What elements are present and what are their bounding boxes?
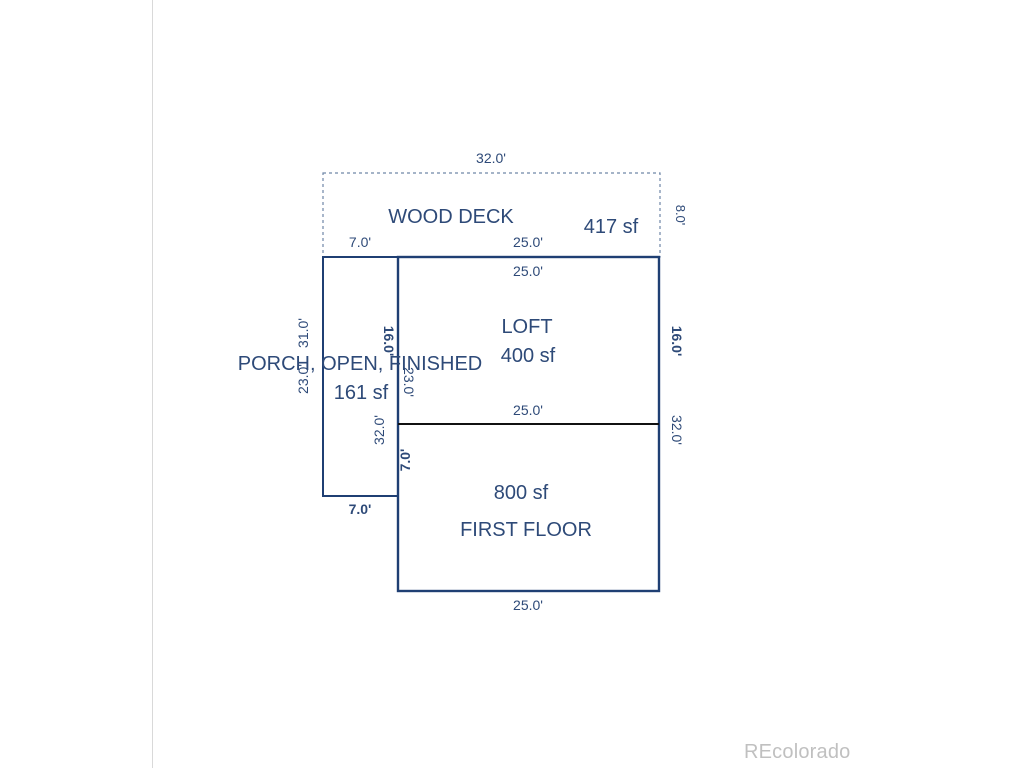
loft-top-dimension: 25.0' — [513, 263, 543, 279]
main-building — [396, 255, 661, 593]
porch-outer-left-dimension-2: 31.0' — [295, 318, 311, 348]
loft-left-dimension: 16.0' — [381, 326, 397, 357]
porch-inner-dimension: 23.0' — [401, 367, 417, 397]
loft-area: 400 sf — [501, 345, 556, 367]
first-floor-left-dimension: 32.0' — [371, 415, 387, 445]
deck-left-sub-dimension: 7.0' — [349, 234, 371, 250]
page-divider — [152, 0, 153, 768]
deck-right-dimension: 8.0' — [673, 205, 688, 226]
loft-right-dimension: 16.0' — [669, 326, 685, 357]
porch-area: 161 sf — [334, 382, 389, 404]
porch-outer-left-dimension: 23.0' — [295, 364, 311, 394]
porch-bottom-dimension: 7.0' — [349, 501, 372, 517]
first-floor-bottom-dimension: 25.0' — [513, 597, 543, 613]
deck-area: 417 sf — [584, 216, 639, 238]
first-floor-name: FIRST FLOOR — [460, 519, 592, 541]
loft-bottom-dimension: 25.0' — [513, 402, 543, 418]
porch-outline — [322, 256, 398, 497]
first-floor-left-sub-dimension: 7.0' — [397, 449, 413, 472]
first-floor-right-dimension: 32.0' — [669, 415, 685, 445]
first-floor-area: 800 sf — [494, 482, 549, 504]
deck-top-dimension: 32.0' — [476, 150, 506, 166]
porch-name: PORCH, OPEN, FINISHED — [238, 353, 482, 375]
deck-right-sub-dimension: 25.0' — [513, 234, 543, 250]
recolorado-watermark: REcolorado — [744, 741, 851, 763]
deck-name: WOOD DECK — [388, 206, 514, 228]
loft-name: LOFT — [501, 316, 552, 338]
